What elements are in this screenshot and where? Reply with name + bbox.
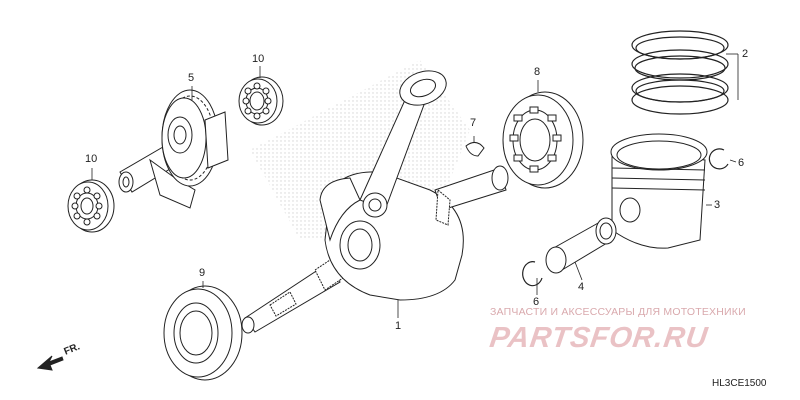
part-5-balancer-shaft [118, 89, 229, 209]
callout-4: 4 [578, 281, 585, 293]
part-10-bearing-top [238, 76, 284, 126]
diagram-code: HL3CE1500 [712, 378, 767, 389]
part-9-oil-seal [163, 285, 243, 381]
callout-9: 9 [199, 267, 206, 279]
part-6-circlip-left [522, 261, 543, 287]
callout-10-left: 10 [85, 153, 98, 165]
watermark-caption: ЗАПЧАСТИ И АКСЕССУАРЫ ДЛЯ МОТОТЕХНИКИ [490, 306, 746, 318]
part-3-piston [610, 133, 708, 249]
callout-6-right: 6 [738, 157, 745, 169]
part-2-piston-rings [631, 30, 729, 115]
callout-2: 2 [742, 48, 749, 60]
part-7-key [465, 142, 485, 157]
part-10-bearing-left [67, 179, 115, 233]
leader-lines [91, 53, 739, 318]
callout-8: 8 [534, 66, 541, 78]
front-arrow-icon [36, 355, 64, 371]
callout-10-top: 10 [252, 53, 265, 65]
callout-3: 3 [714, 199, 721, 211]
callout-5: 5 [188, 72, 195, 84]
part-4-piston-pin [545, 217, 617, 274]
part-1-crankshaft [241, 70, 509, 334]
callout-7: 7 [470, 117, 477, 129]
callout-1: 1 [395, 320, 402, 332]
callout-6-left: 6 [533, 296, 540, 308]
part-6-circlip-right [708, 148, 729, 170]
watermark-logo: PARTSFOR.RU [487, 322, 711, 354]
part-8-bearing [502, 91, 584, 189]
